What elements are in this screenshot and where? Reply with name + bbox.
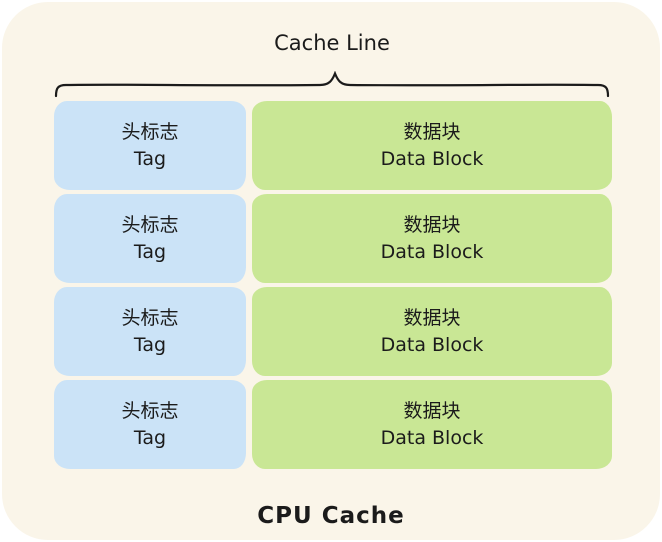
data-block-box: 数据块 Data Block — [252, 380, 612, 469]
data-block-label-en: Data Block — [380, 147, 484, 170]
tag-label-zh: 头标志 — [121, 306, 179, 329]
cache-row: 头标志 Tag 数据块 Data Block — [54, 101, 612, 190]
tag-label-zh: 头标志 — [121, 120, 179, 143]
tag-label-en: Tag — [133, 333, 167, 356]
tag-label-zh: 头标志 — [121, 213, 179, 236]
data-block-label-zh: 数据块 — [403, 213, 461, 236]
cache-row: 头标志 Tag 数据块 Data Block — [54, 287, 612, 376]
cache-rows: 头标志 Tag 数据块 Data Block 头标志 Tag 数据块 Data … — [54, 101, 612, 469]
data-block-box: 数据块 Data Block — [252, 101, 612, 190]
cpu-cache-caption: CPU Cache — [257, 503, 405, 529]
data-block-label-zh: 数据块 — [403, 120, 461, 143]
tag-label-zh: 头标志 — [121, 399, 179, 422]
tag-box: 头标志 Tag — [54, 194, 246, 283]
cache-row: 头标志 Tag 数据块 Data Block — [54, 380, 612, 469]
cache-line-label: Cache Line — [274, 31, 390, 55]
data-block-box: 数据块 Data Block — [252, 287, 612, 376]
tag-label-en: Tag — [133, 147, 167, 170]
tag-label-en: Tag — [133, 426, 167, 449]
data-block-label-en: Data Block — [380, 240, 484, 263]
tag-box: 头标志 Tag — [54, 287, 246, 376]
data-block-label-en: Data Block — [380, 426, 484, 449]
data-block-label-zh: 数据块 — [403, 399, 461, 422]
data-block-box: 数据块 Data Block — [252, 194, 612, 283]
data-block-label-zh: 数据块 — [403, 306, 461, 329]
tag-box: 头标志 Tag — [54, 101, 246, 190]
tag-label-en: Tag — [133, 240, 167, 263]
cache-row: 头标志 Tag 数据块 Data Block — [54, 194, 612, 283]
data-block-label-en: Data Block — [380, 333, 484, 356]
tag-box: 头标志 Tag — [54, 380, 246, 469]
curly-brace — [54, 71, 610, 98]
